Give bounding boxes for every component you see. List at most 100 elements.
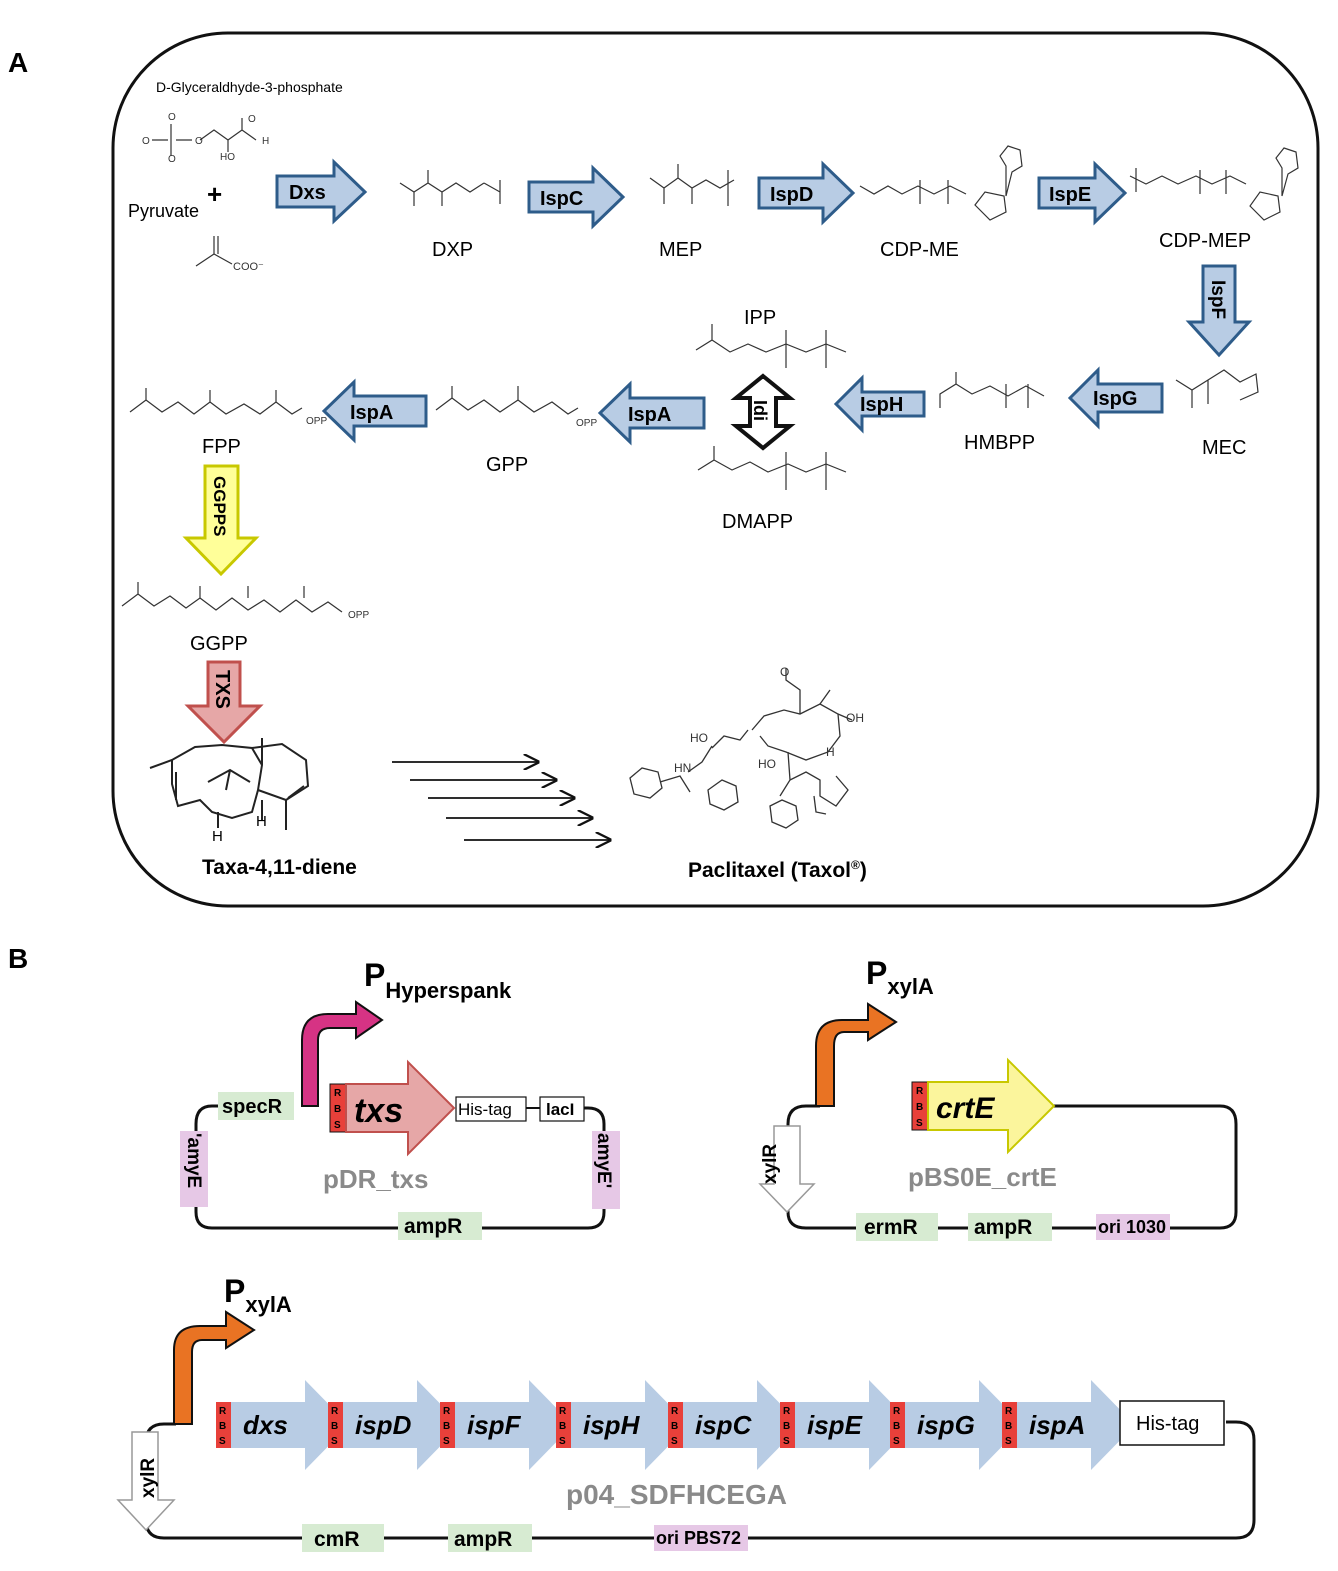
- plasmid-pbs0e-crte: xylR PxylA R B S crtE pBS0E_crtE ermR am…: [758, 955, 1238, 1241]
- svg-text:xylR: xylR: [138, 1458, 159, 1498]
- pyruvate-coo: COO⁻: [233, 261, 264, 273]
- gpp-label: GPP: [486, 454, 528, 476]
- ermr-marker: [856, 1213, 938, 1241]
- plasmid-pdr-txs: specR 'amyE amyE' ampR PHyperspank R B S…: [180, 957, 620, 1240]
- rbs-ispg: [890, 1402, 905, 1448]
- rbs-letter: S: [671, 1436, 678, 1447]
- ori-pbs72-marker: [654, 1525, 748, 1551]
- cdp-me-label: CDP-ME: [880, 239, 959, 261]
- hmbpp-structure: [939, 372, 1045, 408]
- ggpp-opp: OPP: [348, 610, 369, 621]
- gene-ispd-arrow: [343, 1380, 461, 1470]
- gpp-opp: OPP: [576, 418, 597, 429]
- gene-ispd-label: ispD: [355, 1410, 412, 1440]
- svg-text:Idi: Idi: [750, 400, 770, 421]
- svg-text:R: R: [916, 1086, 924, 1097]
- svg-text:IspD: IspD: [770, 184, 813, 206]
- cmr-marker: [302, 1524, 384, 1552]
- rbs-letter: B: [783, 1421, 790, 1432]
- enzyme-arrow-ispg: IspG: [1067, 366, 1164, 430]
- svg-text:O: O: [168, 112, 176, 123]
- ampr-marker-crte: [968, 1213, 1052, 1241]
- rbs-letter: S: [219, 1436, 226, 1447]
- rbs-letter: R: [331, 1406, 339, 1417]
- pyruvate-label: Pyruvate: [128, 201, 199, 221]
- enzyme-arrow-isph: IspH: [833, 374, 926, 434]
- ipp-label: IPP: [744, 307, 776, 329]
- gene-crte-arrow: [927, 1057, 1056, 1155]
- plasmid-name-pbs0e-crte: pBS0E_crtE: [908, 1162, 1057, 1192]
- pathway-frame: [111, 31, 1320, 908]
- ori-1030-marker: [1096, 1214, 1170, 1240]
- fpp-structure: [129, 388, 303, 415]
- gene-ispc-arrow: [683, 1380, 801, 1470]
- rbs-dxs: [216, 1402, 231, 1448]
- amye-right-marker: [592, 1131, 620, 1209]
- svg-text:O: O: [780, 665, 789, 679]
- svg-text:His-tag: His-tag: [1136, 1413, 1199, 1435]
- svg-text:H: H: [262, 136, 269, 147]
- svg-text:amyE': amyE': [593, 1133, 614, 1188]
- rbs-letter: R: [893, 1406, 901, 1417]
- gene-ispf-label: ispF: [467, 1410, 522, 1440]
- promoter-xyla-label-operon: PxylA: [224, 1273, 292, 1317]
- svg-text:TXS: TXS: [211, 670, 233, 709]
- ggpp-structure: [121, 582, 343, 613]
- rbs-letter: B: [443, 1421, 450, 1432]
- rbs-letter: S: [331, 1436, 338, 1447]
- rbs-letter: S: [559, 1436, 566, 1447]
- svg-text:HO: HO: [690, 731, 708, 745]
- rbs-letter: R: [671, 1406, 679, 1417]
- rbs-letter: R: [559, 1406, 567, 1417]
- mec-label: MEC: [1202, 437, 1246, 459]
- his-tag-box-txs: [455, 1096, 527, 1122]
- taxadiene-structure: [149, 738, 310, 830]
- mep-label: MEP: [659, 239, 702, 261]
- svg-text:specR: specR: [222, 1096, 283, 1118]
- rbs-letter: B: [559, 1421, 566, 1432]
- gene-txs-label: txs: [354, 1092, 403, 1130]
- svg-text:lacI: lacI: [546, 1100, 574, 1119]
- svg-text:IspE: IspE: [1049, 184, 1091, 206]
- gene-crte-label: crtE: [936, 1092, 995, 1125]
- rbs-letter: B: [219, 1421, 226, 1432]
- panel-a-label: A: [8, 47, 28, 78]
- enzyme-arrow-ispa-gpp: IspA: [597, 380, 706, 446]
- specr-marker: [218, 1092, 294, 1120]
- svg-text:cmR: cmR: [314, 1528, 360, 1551]
- gene-ispa-label: ispA: [1029, 1410, 1085, 1440]
- panel-b-label: B: [8, 943, 28, 974]
- svg-text:OH: OH: [846, 711, 864, 725]
- gene-dxs-label: dxs: [243, 1410, 288, 1440]
- svg-text:'amyE: 'amyE: [183, 1133, 204, 1188]
- rbs-ispf: [440, 1402, 455, 1448]
- enzyme-arrow-ispa-fpp: IspA: [321, 378, 428, 444]
- enzyme-arrow-ispd: IspD: [757, 160, 856, 226]
- enzyme-arrow-ispe: IspE: [1037, 160, 1128, 226]
- svg-text:ampR: ampR: [974, 1216, 1032, 1239]
- ampr-marker-operon: [448, 1524, 532, 1552]
- svg-text:xylR: xylR: [760, 1144, 781, 1184]
- svg-text:S: S: [916, 1118, 923, 1129]
- svg-text:ori 1030: ori 1030: [1098, 1217, 1166, 1237]
- gene-ispg-label: ispG: [917, 1410, 975, 1440]
- ipp-structure: [695, 324, 847, 368]
- gene-ispa-arrow: [1017, 1380, 1135, 1470]
- svg-text:B: B: [334, 1104, 341, 1115]
- fpp-opp: OPP: [306, 416, 327, 427]
- multi-step-arrows: [392, 762, 610, 840]
- g3p-structure: [152, 118, 257, 156]
- svg-text:S: S: [334, 1120, 341, 1131]
- paclitaxel-structure: [629, 668, 853, 829]
- svg-text:ori PBS72: ori PBS72: [656, 1528, 741, 1548]
- svg-text:Dxs: Dxs: [289, 182, 326, 204]
- rbs-ispa: [1002, 1402, 1017, 1448]
- dxp-label: DXP: [432, 239, 473, 261]
- rbs-letter: R: [443, 1406, 451, 1417]
- rbs-letter: R: [219, 1406, 227, 1417]
- ggpp-label: GGPP: [190, 633, 248, 655]
